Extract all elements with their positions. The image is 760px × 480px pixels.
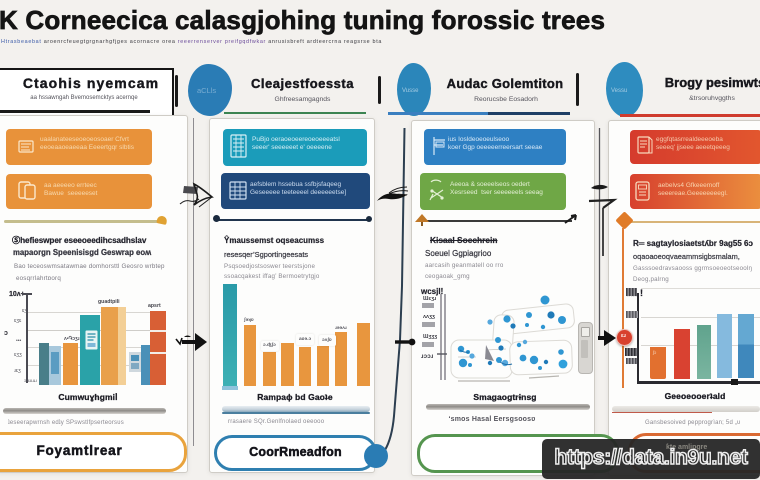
svg-text:Ɯʒʒʒ: Ɯʒʒʒ	[423, 334, 437, 340]
svg-text:Ɯɛʒɹ: Ɯɛʒɹ	[423, 296, 436, 302]
svg-text:ɹɔɔɹ: ɹɔɔɹ	[421, 353, 434, 360]
svg-text:ʌʌʒʒ: ʌʌʒʒ	[423, 314, 435, 320]
